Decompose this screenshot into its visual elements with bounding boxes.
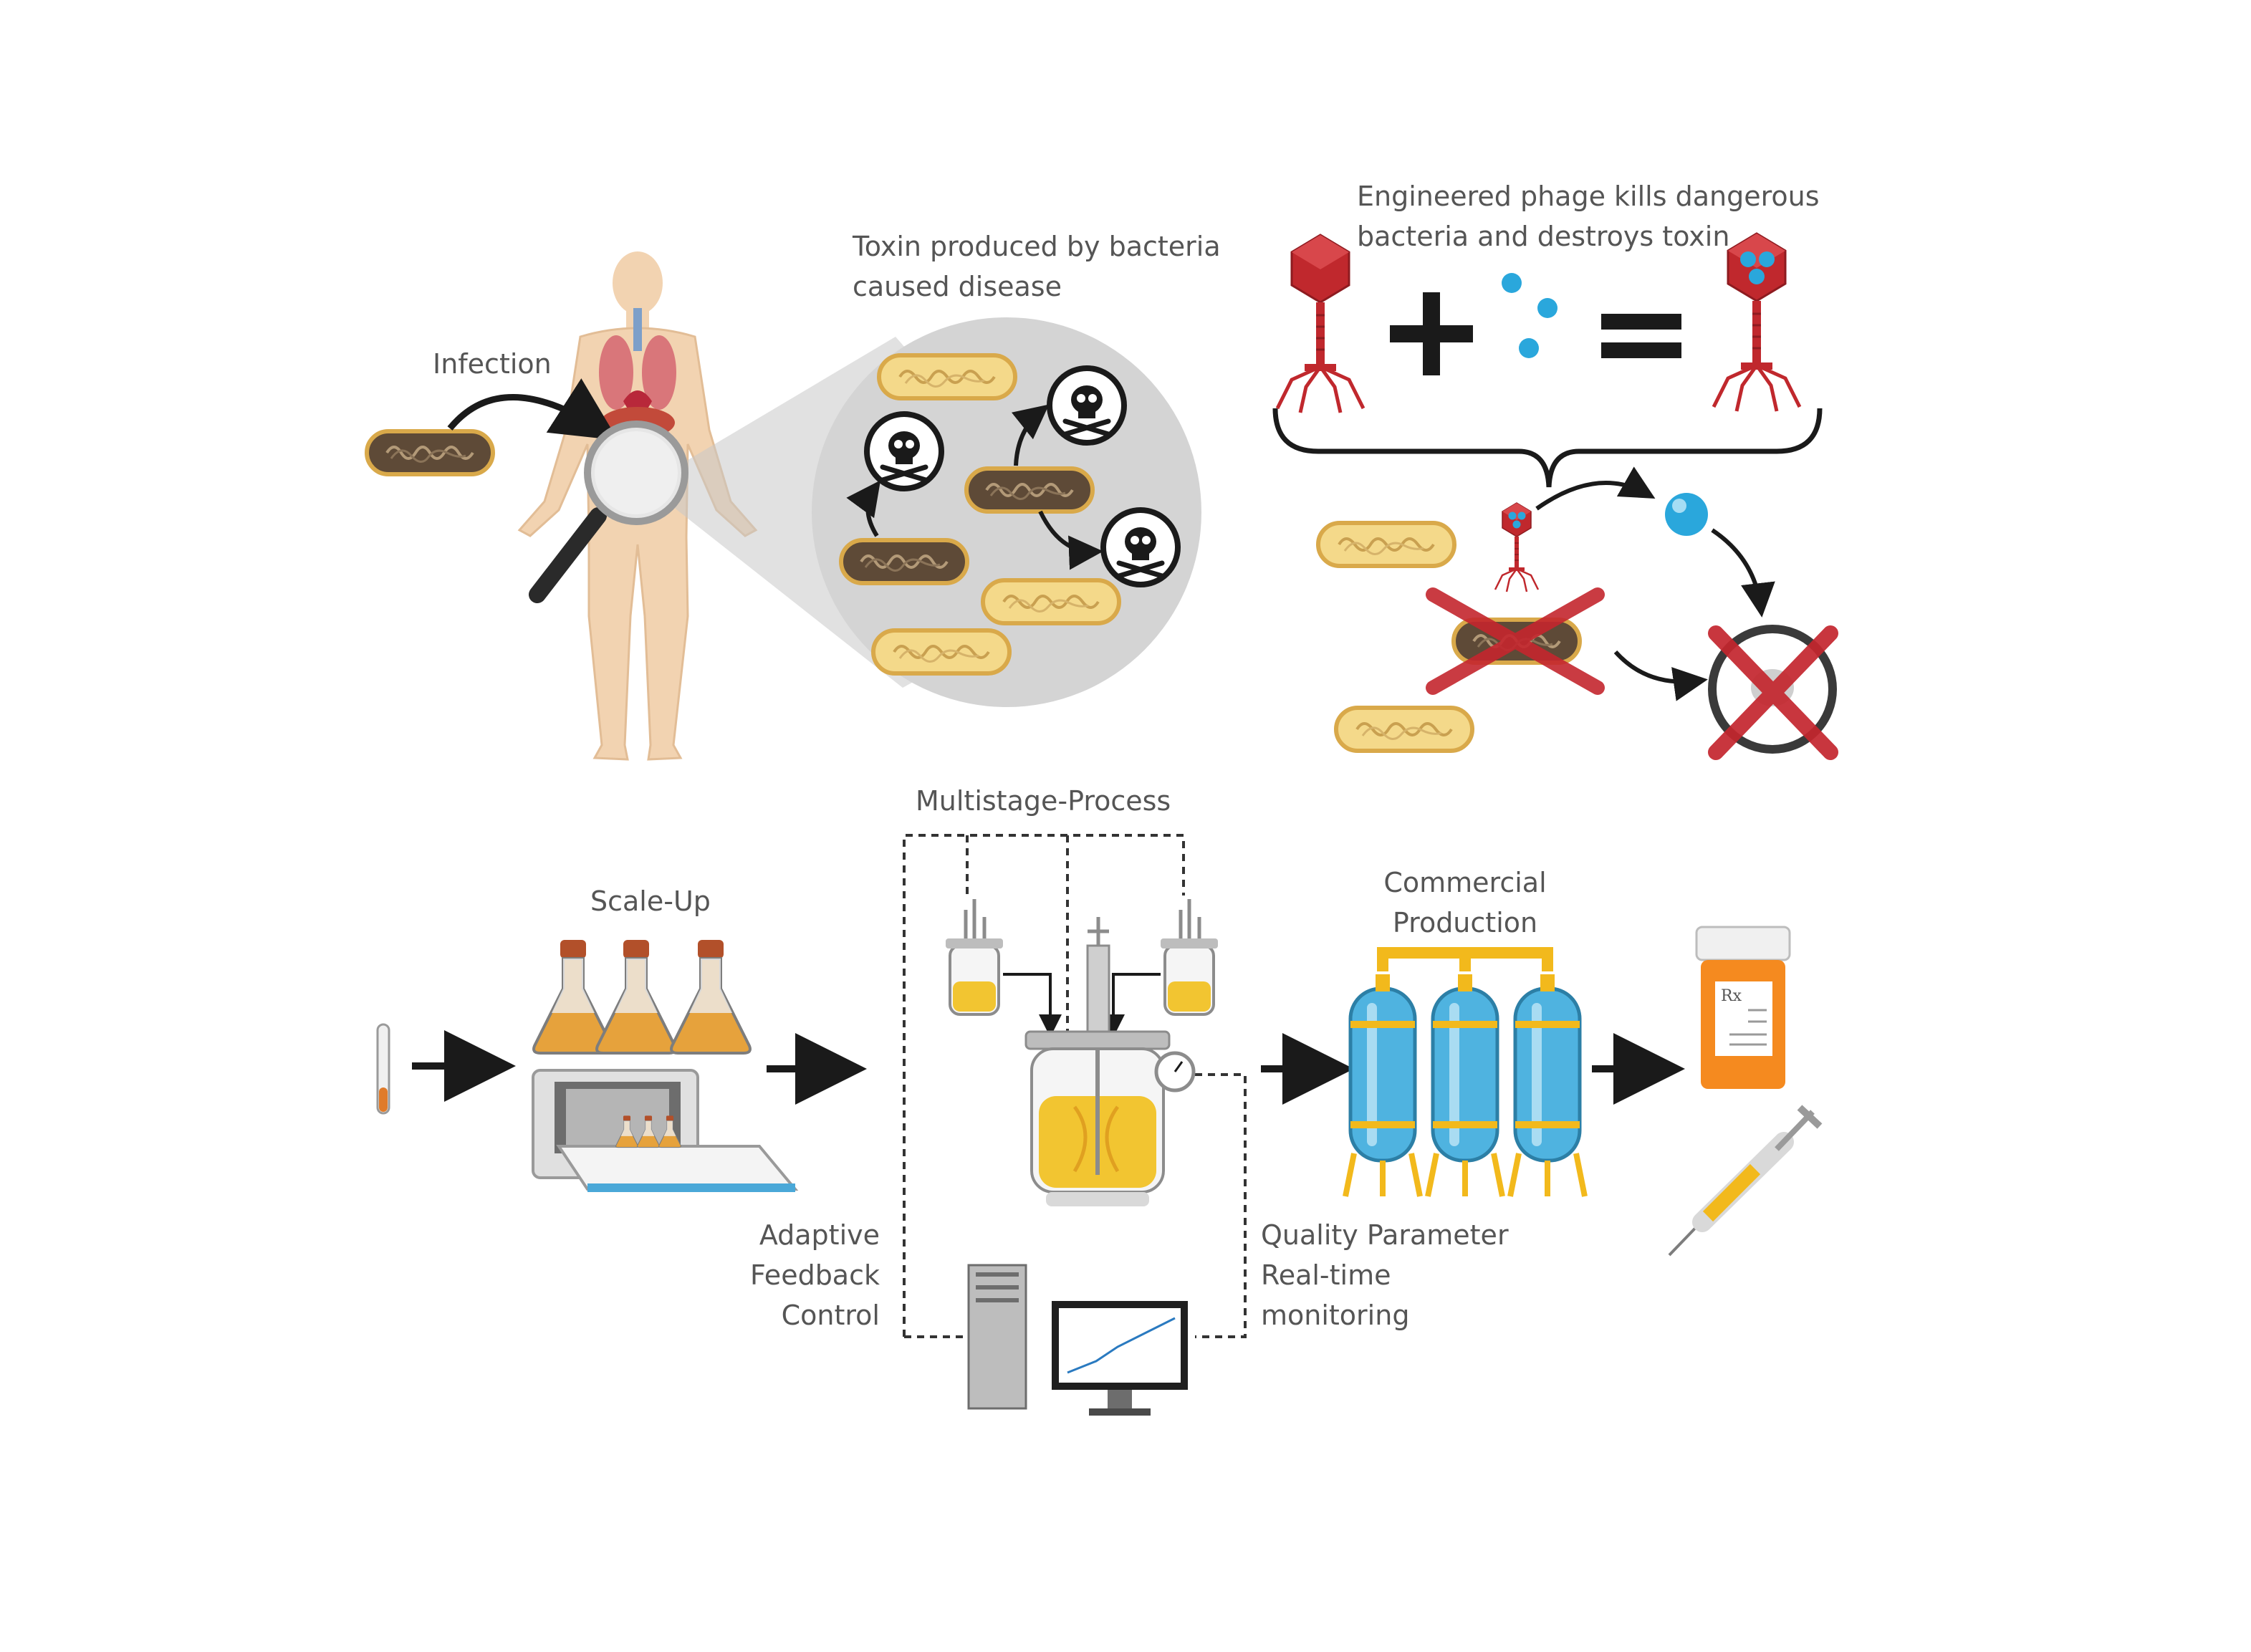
label-phage-line2: bacteria and destroys toxin bbox=[1357, 221, 1730, 252]
toxin-molecules bbox=[1502, 273, 1558, 358]
infection-arrow bbox=[447, 378, 618, 441]
label-quality-line1: Quality Parameter bbox=[1261, 1219, 1509, 1251]
mechanism bbox=[1318, 466, 1838, 760]
phage-icon bbox=[1277, 235, 1363, 413]
label-adaptive-line1: Adaptive bbox=[759, 1219, 880, 1251]
zoom-circle bbox=[812, 317, 1201, 707]
label-phage-line1: Engineered phage kills dangerous bbox=[1357, 181, 1820, 212]
label-toxin-line1: Toxin produced by bacteria bbox=[853, 231, 1221, 262]
label-commercial-line2: Production bbox=[1392, 907, 1538, 938]
brace bbox=[1272, 408, 1823, 488]
infection-bacterium bbox=[367, 431, 493, 474]
incubator-icon bbox=[532, 1069, 799, 1192]
tank-icon bbox=[1345, 947, 1585, 1196]
label-infection: Infection bbox=[433, 348, 552, 380]
label-multistage: Multistage-Process bbox=[916, 785, 1171, 817]
label-adaptive-line2: Feedback bbox=[750, 1259, 880, 1291]
computer-icon bbox=[967, 1264, 1188, 1416]
pill-bottle-icon bbox=[1695, 926, 1791, 1089]
flask-icon bbox=[532, 938, 752, 1055]
label-adaptive-line3: Control bbox=[781, 1300, 880, 1331]
label-scaleup: Scale-Up bbox=[590, 885, 711, 917]
syringe-icon bbox=[1668, 1105, 1823, 1257]
label-commercial-line1: Commercial bbox=[1383, 867, 1547, 898]
test-tube-icon bbox=[376, 1023, 390, 1115]
equals-icon bbox=[1601, 314, 1681, 358]
label-quality-line3: monitoring bbox=[1261, 1300, 1410, 1331]
label-toxin-line2: caused disease bbox=[853, 271, 1062, 302]
bioreactor-icon bbox=[946, 899, 1218, 1206]
plus-icon bbox=[1390, 292, 1473, 375]
phage-loaded-icon bbox=[1714, 234, 1800, 411]
dashed-loops bbox=[903, 834, 1247, 1338]
label-quality-line2: Real-time bbox=[1261, 1259, 1391, 1291]
rx-label: Rx bbox=[1721, 987, 1742, 1005]
